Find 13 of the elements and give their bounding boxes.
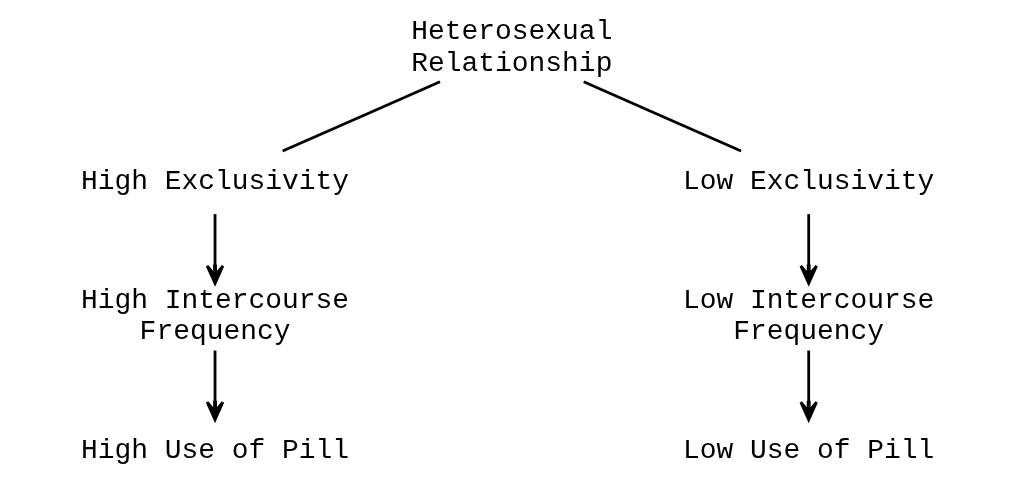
node-text: Low Exclusivity — [682, 166, 934, 198]
node-text: Heterosexual Relationship — [410, 16, 612, 79]
arrow — [205, 350, 224, 422]
node-text: High Use of Pill — [80, 435, 349, 467]
node-text: High Exclusivity — [80, 166, 349, 198]
node-text: Low Use of Pill — [682, 435, 934, 467]
connector — [582, 80, 742, 153]
connector — [281, 80, 441, 153]
node-text: Low Intercourse Frequency — [682, 285, 934, 348]
arrow — [205, 214, 224, 285]
arrow — [798, 350, 818, 422]
arrow — [798, 214, 818, 285]
node-text: High Intercourse Frequency — [80, 285, 349, 348]
